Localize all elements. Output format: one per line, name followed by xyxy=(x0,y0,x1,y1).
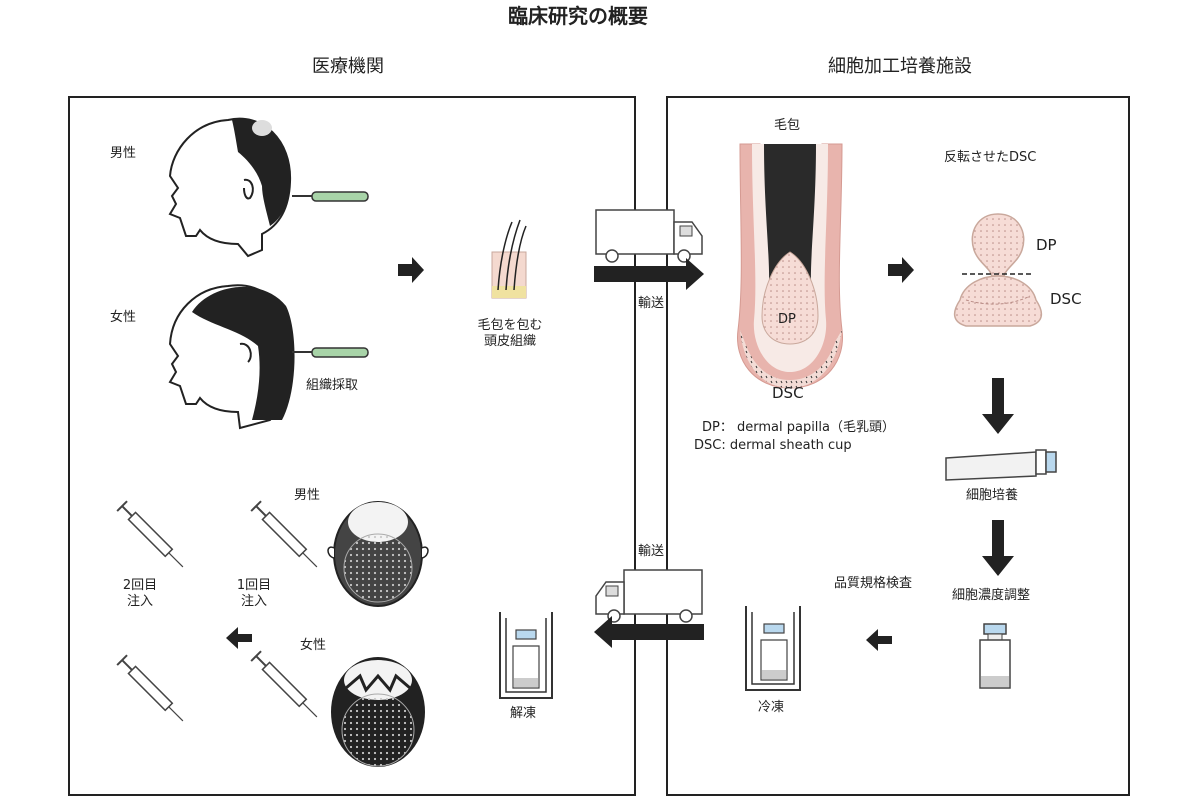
tissue-label-line-1: 毛包を包む xyxy=(477,318,543,333)
syringe-second-female-icon xyxy=(116,654,184,722)
male-label: 男性 xyxy=(110,146,137,161)
tissue-label: 毛包を包む 頭皮組織 xyxy=(470,318,550,351)
scalp-tissue-icon xyxy=(491,219,527,299)
female-label: 女性 xyxy=(110,310,137,325)
arrow-to-inverted-dsc-icon xyxy=(888,257,914,283)
arrow-to-freeze-icon xyxy=(866,629,892,651)
male-head-profile-icon xyxy=(168,117,292,258)
left-panel-heading: 医療機関 xyxy=(312,56,384,77)
thaw-label: 解凍 xyxy=(510,706,537,721)
female-biopsy-tool-icon xyxy=(292,347,369,358)
collection-label: 組織採取 xyxy=(306,378,359,393)
follicle-dp-label: DP xyxy=(778,312,796,327)
transport-arrow-left-icon xyxy=(594,616,704,648)
inverted-dsc-icon xyxy=(953,213,1043,327)
definition-dsc: DSC: dermal sheath cup xyxy=(694,438,852,453)
arrow-to-second-injection-icon xyxy=(226,627,252,649)
transport-top-label: 輸送 xyxy=(638,296,665,311)
transport-truck-top-icon xyxy=(595,209,703,263)
arrow-to-tissue-icon xyxy=(398,257,424,283)
inverted-dp-label: DP xyxy=(1036,236,1057,254)
first-injection-line-1: 1回目 xyxy=(236,578,272,593)
right-panel-heading: 細胞加工培養施設 xyxy=(828,56,972,77)
first-injection-line-2: 注入 xyxy=(240,594,267,610)
transport-arrow-right-icon xyxy=(594,258,704,290)
freeze-label: 冷凍 xyxy=(758,700,785,715)
male-head-top-view-icon xyxy=(327,501,429,607)
top-male-label: 男性 xyxy=(294,488,321,503)
second-injection-line-2: 注入 xyxy=(126,594,153,610)
concentration-vial-icon xyxy=(979,623,1011,689)
right-panel-cell-processing-facility xyxy=(666,96,1130,796)
culture-flask-icon xyxy=(945,449,1057,481)
syringe-first-female-icon xyxy=(250,650,318,718)
top-female-label: 女性 xyxy=(300,638,327,653)
hair-follicle-icon xyxy=(736,143,844,389)
second-injection-label: 2回目 注入 xyxy=(112,578,168,611)
syringe-first-male-icon xyxy=(250,500,318,568)
inverted-dsc-side-label: DSC xyxy=(1050,290,1082,308)
arrow-to-culture-icon xyxy=(982,378,1014,434)
left-panel-medical-institution xyxy=(68,96,636,796)
female-head-top-view-icon xyxy=(331,657,425,767)
page-title: 臨床研究の概要 xyxy=(508,4,648,28)
concentration-label: 細胞濃度調整 xyxy=(952,588,1031,603)
arrow-to-concentration-icon xyxy=(982,520,1014,576)
first-injection-label: 1回目 注入 xyxy=(226,578,282,611)
transport-bottom-label: 輸送 xyxy=(638,544,665,559)
follicle-label: 毛包 xyxy=(774,118,801,133)
inverted-dsc-label: 反転させたDSC xyxy=(944,150,1037,165)
syringe-second-male-icon xyxy=(116,500,184,568)
follicle-dsc-label: DSC xyxy=(772,384,804,402)
thaw-container-icon xyxy=(499,612,553,699)
male-biopsy-tool-icon xyxy=(292,191,369,202)
second-injection-line-1: 2回目 xyxy=(122,578,158,593)
culture-label: 細胞培養 xyxy=(966,488,1019,503)
freeze-container-icon xyxy=(745,606,801,691)
transport-truck-bottom-icon xyxy=(595,569,703,623)
definition-dp: DP： dermal papilla（毛乳頭） xyxy=(702,420,895,435)
quality-inspection-label: 品質規格検査 xyxy=(834,576,913,591)
tissue-label-line-2: 頭皮組織 xyxy=(483,334,536,350)
female-head-profile-icon xyxy=(168,284,295,430)
